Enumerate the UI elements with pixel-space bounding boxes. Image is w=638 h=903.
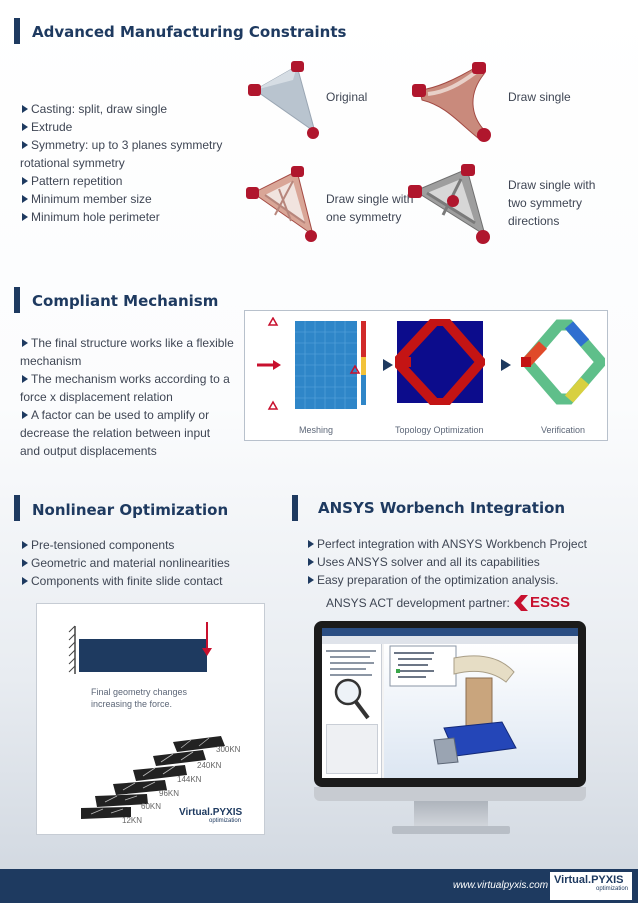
draw-single-part-image [412, 62, 491, 142]
monitor-chin [314, 787, 586, 801]
list-item: Symmetry: up to 3 planes symmetry [20, 136, 235, 154]
section-bar-nonlinear [14, 495, 20, 521]
caption-topology: Topology Optimization [395, 425, 484, 435]
list-item: mechanism [20, 354, 82, 368]
section-bar-manufacturing [14, 18, 20, 44]
esss-logo-text: ESSS [530, 594, 571, 611]
compliant-figure-panel: Meshing Topology Optimization Verificati… [244, 310, 608, 441]
list-item: Extrude [20, 118, 235, 136]
footer [0, 869, 638, 903]
list-item: Minimum hole perimeter [20, 208, 235, 226]
list-item: The final structure works like a flexibl… [20, 334, 245, 352]
force-label: 60KN [141, 802, 162, 811]
list-item: Components with finite slide contact [20, 572, 290, 590]
monitor-stand [414, 801, 488, 827]
list-item: and output displacements [20, 444, 157, 458]
two-symmetry-part-image [408, 164, 490, 244]
logo-subtext: optimization [209, 818, 242, 824]
list-item: Perfect integration with ANSYS Workbench… [306, 535, 606, 553]
section-title-compliant: Compliant Mechanism [32, 292, 219, 310]
nonlinear-bullet-list: Pre-tensioned components Geometric and m… [20, 536, 290, 590]
esss-logo: ESSS [514, 594, 570, 611]
list-item: Minimum member size [20, 190, 235, 208]
footer-url[interactable]: www.virtualpyxis.com [453, 880, 549, 891]
monitor-base [392, 826, 510, 834]
list-item: Uses ANSYS solver and all its capabiliti… [306, 553, 606, 571]
list-item: force x displacement relation [20, 390, 173, 404]
logo-text: Virtual.PYXIS [179, 807, 243, 818]
force-label: 144KN [177, 775, 202, 784]
magnifier-icon [334, 678, 370, 720]
list-item: Casting: split, draw single [20, 100, 235, 118]
arrow-icon [383, 359, 393, 371]
one-symmetry-part-image [246, 166, 317, 242]
esss-mark-icon [514, 594, 528, 611]
section-bar-ansys [292, 495, 298, 521]
screen-model-image [389, 645, 517, 765]
list-item: decrease the relation between input [20, 426, 211, 440]
logo-subtext: optimization [595, 886, 628, 892]
list-item: Geometric and material nonlinearities [20, 554, 290, 572]
list-item: Pre-tensioned components [20, 536, 290, 554]
caption-draw-single: Draw single [508, 90, 571, 104]
caption-one-symmetry: Draw single with one symmetry [326, 192, 414, 224]
force-label: 12KN [122, 816, 143, 825]
verification-image [521, 319, 605, 405]
footer-logo: Virtual.PYXIS optimization [550, 872, 632, 900]
list-item: rotational symmetry [20, 156, 125, 170]
ansys-bullet-list: Perfect integration with ANSYS Workbench… [306, 535, 606, 589]
partner-line: ANSYS ACT development partner: [326, 596, 510, 610]
list-item: The mechanism works according to a [20, 370, 245, 388]
list-item: Pattern repetition [20, 172, 235, 190]
caption-two-symmetry: Draw single with two symmetry directions [508, 178, 596, 228]
caption-meshing: Meshing [299, 425, 334, 435]
deformed-geometry-image [81, 736, 225, 819]
force-label: 96KN [159, 789, 180, 798]
section-title-nonlinear: Nonlinear Optimization [32, 501, 229, 519]
meshing-image [257, 317, 366, 410]
section-title-manufacturing: Advanced Manufacturing Constraints [32, 23, 347, 41]
manufacturing-bullet-list: Casting: split, draw single Extrude Symm… [20, 100, 235, 226]
caption-verification: Verification [541, 425, 586, 435]
force-note: Final geometry changes increasing the fo… [91, 687, 188, 709]
topology-image [395, 319, 485, 405]
list-item: Easy preparation of the optimization ana… [306, 571, 606, 589]
section-bar-compliant [14, 287, 20, 313]
arrow-icon [501, 359, 511, 371]
force-label: 240KN [197, 761, 222, 770]
fixed-support-image [68, 622, 212, 674]
panel-logo: Virtual.PYXIS optimization [179, 807, 242, 824]
list-item: A factor can be used to amplify or [20, 406, 245, 424]
logo-text: Virtual.PYXIS [554, 874, 624, 886]
caption-original: Original [326, 90, 368, 104]
force-label: 300KN [216, 745, 241, 754]
compliant-bullet-list: The final structure works like a flexibl… [20, 334, 245, 460]
original-part-image [248, 61, 319, 139]
nonlinear-figure-panel: Final geometry changes increasing the fo… [36, 603, 265, 835]
section-title-ansys: ANSYS Worbench Integration [318, 499, 566, 517]
